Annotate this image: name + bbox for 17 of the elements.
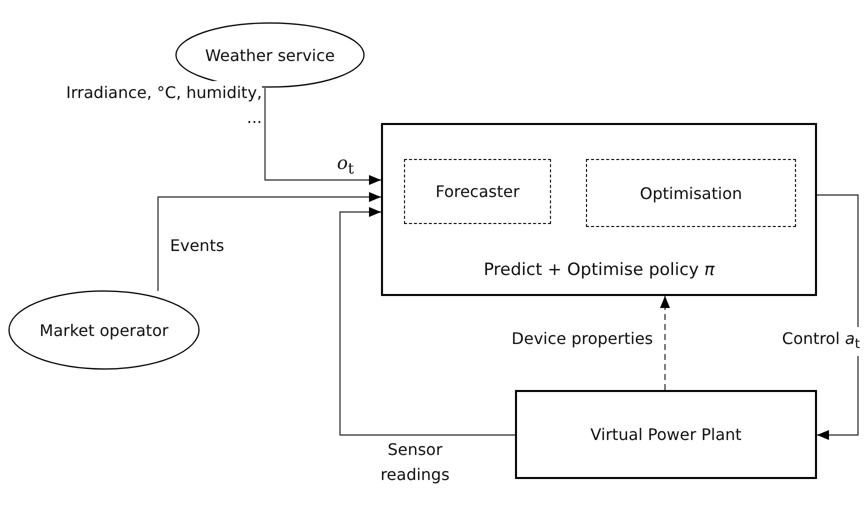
node-label: Market operator: [40, 320, 168, 340]
arrow: [339, 207, 515, 436]
arrow: [817, 194, 859, 440]
node-label: Predict + Optimise policy π: [484, 260, 714, 280]
node-label: Optimisation: [640, 184, 742, 202]
virtual-power-plant-box: [515, 390, 817, 479]
signal-label: o$_{t}$: [337, 152, 354, 180]
policy-box: [381, 123, 817, 296]
node-label: Forecaster: [435, 182, 520, 201]
dashed-arrow: [660, 296, 670, 390]
arrow: [264, 88, 381, 185]
node-label: Virtual Power Plant: [590, 425, 742, 444]
market-operator-ellipse: [8, 290, 200, 370]
node-label: Weather service: [205, 46, 335, 64]
optimisation-box: [586, 159, 796, 227]
forecaster-box: [404, 159, 551, 224]
arrow: [157, 192, 381, 291]
